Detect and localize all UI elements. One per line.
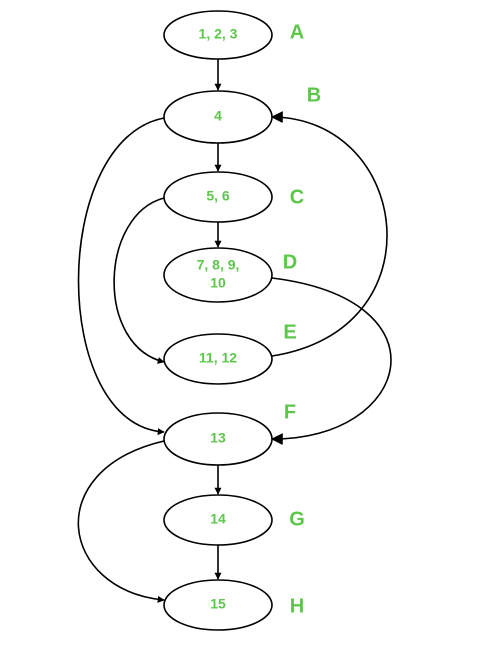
node-a-letter: A	[290, 21, 304, 43]
edge-b-to-f	[77, 117, 165, 436]
node-h: 15 H	[163, 579, 304, 631]
node-c-letter: C	[290, 186, 304, 208]
node-h-letter: H	[290, 595, 304, 617]
node-d: 7, 8, 9, 10 D	[163, 247, 297, 303]
edges-layer	[77, 59, 392, 603]
edge-d-to-f	[270, 277, 392, 446]
node-g: 14 G	[163, 494, 305, 546]
node-e-ellipse	[163, 333, 273, 385]
node-c: 5, 6 C	[163, 171, 304, 223]
node-h-ellipse	[163, 579, 273, 631]
node-f: 13 F	[163, 401, 296, 466]
node-f-ellipse	[163, 412, 273, 466]
node-d-letter: D	[283, 251, 297, 273]
node-h-label: 15	[210, 596, 226, 612]
node-d-label: 7, 8, 9,	[197, 257, 240, 273]
edge-e-to-b	[270, 111, 388, 357]
node-e-letter: E	[283, 321, 296, 343]
node-g-letter: G	[289, 508, 305, 530]
node-b-label: 4	[214, 108, 222, 124]
node-f-letter: F	[284, 401, 296, 423]
node-g-ellipse	[163, 494, 273, 546]
node-b: 4B	[163, 84, 321, 144]
edge-f-to-h	[77, 440, 165, 603]
node-f-label: 13	[210, 430, 226, 446]
node-b-letter: B	[307, 84, 321, 106]
node-e-label: 11, 12	[199, 350, 237, 366]
node-d-ellipse	[163, 247, 273, 303]
node-a-label: 1, 2, 3	[199, 26, 238, 42]
node-a: 1, 2, 3 A	[163, 10, 304, 60]
node-g-label: 14	[210, 511, 226, 527]
node-c-label: 5, 6	[206, 188, 230, 204]
edge-c-to-e	[113, 197, 165, 364]
node-d-label: 10	[210, 275, 226, 291]
node-e: 11, 12 E	[163, 321, 297, 385]
node-b-ellipse	[163, 90, 273, 144]
node-c-ellipse	[163, 171, 273, 223]
node-a-ellipse	[163, 10, 273, 60]
